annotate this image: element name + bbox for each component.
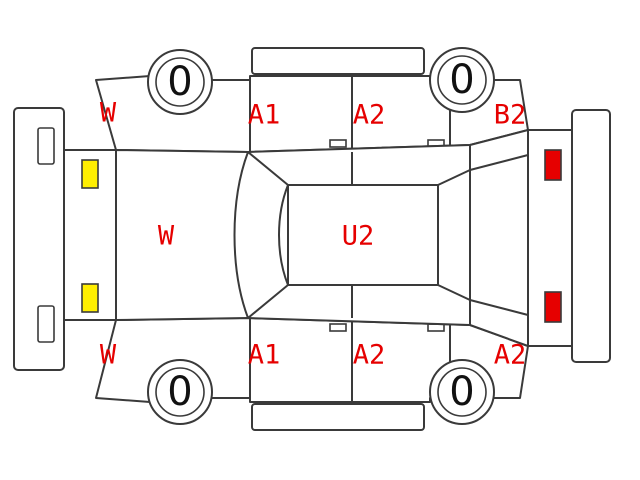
- mark-bottom-front-door: A1: [248, 340, 281, 371]
- front-bumper: [13, 107, 65, 371]
- tire-front-left: 0: [147, 49, 213, 115]
- tire-rear-right-value: 0: [449, 369, 474, 415]
- mark-top-front-door: A1: [248, 100, 281, 131]
- tire-front-right-value: 0: [167, 369, 192, 415]
- front-left-lamp: [81, 159, 99, 189]
- mark-top-rear-door: A2: [353, 100, 386, 131]
- rear-panel: [527, 129, 573, 347]
- rear-left-lamp: [544, 149, 562, 181]
- mark-roof: U2: [342, 221, 375, 252]
- mark-hood: W: [158, 221, 175, 252]
- rear-bumper: [571, 109, 611, 363]
- damage-marks: W A1 A2 B2 W U2 W A1 A2 A2: [100, 98, 526, 371]
- body-top-view: [115, 129, 529, 347]
- rear-right-lamp: [544, 291, 562, 323]
- front-lamp-panel: [63, 149, 117, 321]
- tire-rear-left-value: 0: [449, 57, 474, 103]
- mark-bottom-front-fender: W: [100, 340, 117, 371]
- front-right-lamp: [81, 283, 99, 313]
- tire-rear-left: 0: [429, 47, 495, 113]
- tire-front-left-value: 0: [167, 59, 192, 105]
- mark-bottom-rear-door: A2: [353, 340, 386, 371]
- mark-bottom-rear-quarter: A2: [494, 340, 527, 371]
- tire-rear-right: 0: [429, 359, 495, 425]
- mark-top-front-fender: W: [100, 98, 117, 129]
- mark-top-rear-quarter: B2: [494, 100, 527, 131]
- tire-front-right: 0: [147, 359, 213, 425]
- bottom-running-board: [251, 403, 425, 431]
- top-running-board: [251, 47, 425, 75]
